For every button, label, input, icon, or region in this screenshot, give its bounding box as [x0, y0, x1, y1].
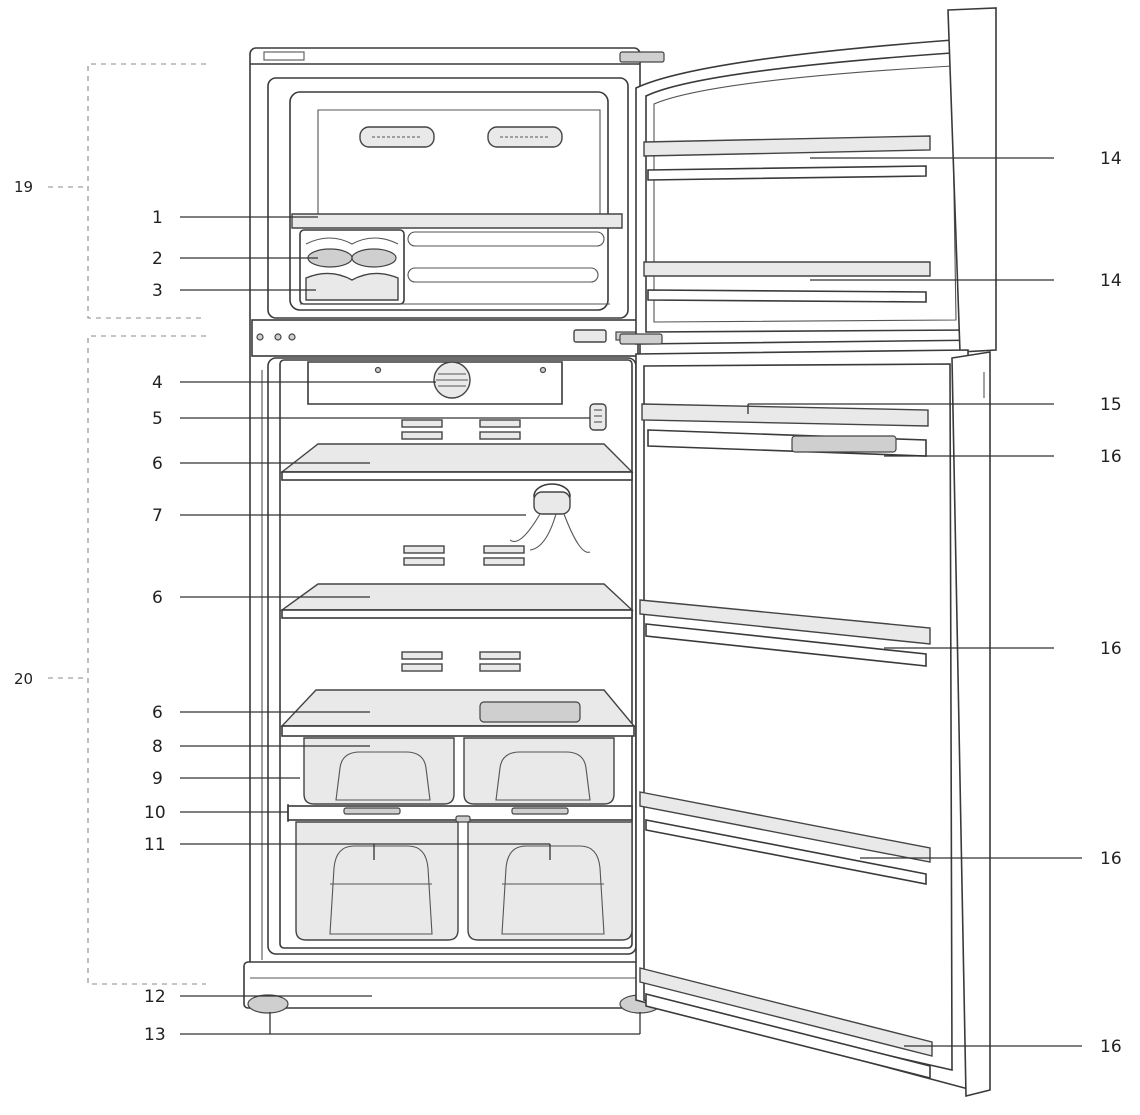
fridge-bracket [48, 335, 206, 985]
callout-8: 8 [152, 737, 163, 757]
callout-6-shelf-3: 6 [152, 703, 163, 723]
glass-shelf-1 [279, 443, 634, 473]
foot-left [247, 994, 289, 1014]
freezer-shelf [291, 213, 623, 229]
callout-5: 5 [152, 409, 163, 429]
callout-14-shelf-2: 14 [1100, 271, 1122, 291]
callout-6-shelf-1: 6 [152, 454, 163, 474]
fridge-door-shelf-2 [639, 791, 931, 885]
callout-20: 20 [14, 670, 33, 688]
callout-6-shelf-2: 6 [152, 588, 163, 608]
callout-19: 19 [14, 178, 33, 196]
ice-bank [305, 272, 399, 301]
callout-16-shelf-1: 16 [1100, 639, 1122, 659]
chiller-tray-left [295, 821, 459, 941]
freezer-bracket [48, 63, 206, 319]
callout-16-shelf-3: 16 [1100, 1037, 1122, 1057]
callout-1: 1 [152, 208, 163, 228]
callout-16-shelf-2: 16 [1100, 849, 1122, 869]
dairy-compartment [641, 403, 929, 457]
fridge-door-shelf-1 [639, 599, 931, 667]
callout-13: 13 [144, 1025, 166, 1045]
callout-15: 15 [1100, 395, 1122, 415]
crisper-cover [280, 689, 636, 727]
callout-10: 10 [144, 803, 166, 823]
chiller-tray-right [467, 821, 633, 941]
freezer-door-shelf-1 [643, 135, 931, 181]
callout-labels: 1 2 3 4 5 6 7 6 6 8 9 10 11 12 13 14 14 … [14, 149, 1122, 1057]
callout-9: 9 [152, 769, 163, 789]
callout-2: 2 [152, 249, 163, 269]
crisper-right [463, 737, 615, 805]
freezer-door-shelf-2 [643, 261, 931, 303]
crisper-left [303, 737, 455, 805]
base-cover [243, 961, 645, 1009]
callout-4: 4 [152, 373, 163, 393]
cabinet [243, 47, 665, 1014]
leader-lines [180, 157, 1082, 1047]
fridge-door [619, 333, 991, 1098]
callout-12: 12 [144, 987, 166, 1007]
fridge-door-shelf-3 [639, 967, 933, 1080]
callout-11: 11 [144, 835, 166, 855]
callout-7: 7 [152, 506, 163, 526]
callout-14-shelf-1: 14 [1100, 149, 1122, 169]
callout-3: 3 [152, 281, 163, 301]
thermostat-knob [589, 403, 607, 431]
callout-16-dairy: 16 [1100, 447, 1122, 467]
freezer-door [619, 7, 997, 353]
